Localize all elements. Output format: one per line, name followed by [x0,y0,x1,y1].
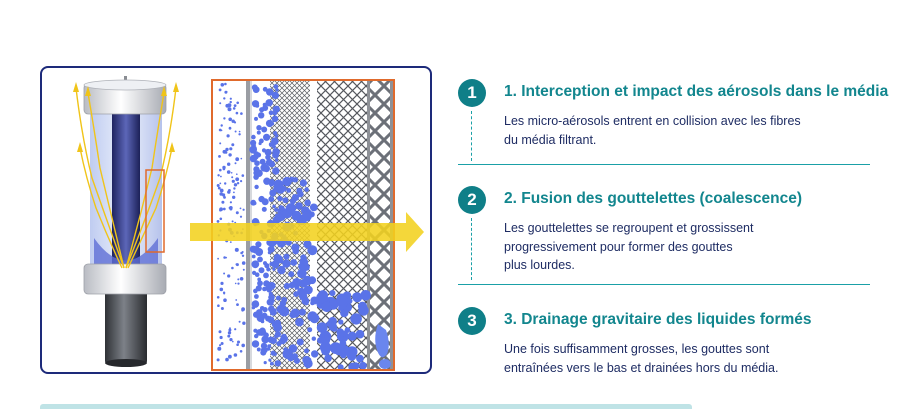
step-2-title: 2. Fusion des gouttelettes (coalescence) [504,190,803,207]
step-3-title: 3. Drainage gravitaire des liquides form… [504,311,812,328]
filtration-illustration-panel [40,66,432,374]
step-1-description: Les micro-aérosols entrent en collision … [504,114,801,147]
filter-cartridge-illustration [73,76,179,367]
step-1-dashed-connector [471,111,472,161]
step-2-number-badge: 2 [458,186,486,214]
step-2-description: Les gouttelettes se regroupent et grossi… [504,221,754,272]
bottom-banner-edge [40,404,692,409]
step-1-number-badge: 1 [458,79,486,107]
step-2-dashed-connector [471,218,472,280]
step-3-number-badge: 3 [458,307,486,335]
flow-direction-arrow-icon [190,212,424,252]
step-3-description: Une fois suffisamment grosses, les goutt… [504,342,779,375]
step-1-title: 1. Interception et impact des aérosols d… [504,83,889,100]
step-1-separator-line [458,164,870,165]
step-2-separator-line [458,284,870,285]
